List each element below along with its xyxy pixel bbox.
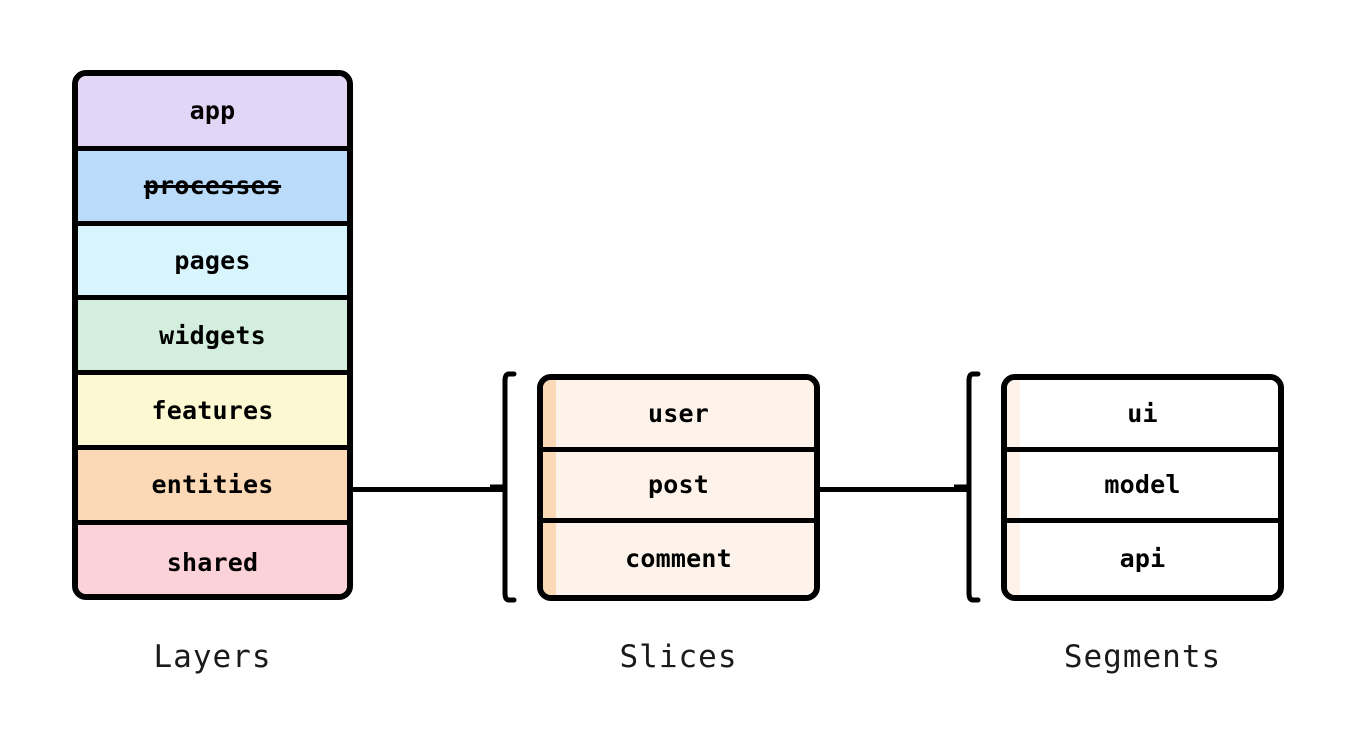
bracket-slices-icon — [490, 369, 520, 605]
segment-row-ui[interactable]: ui — [1007, 380, 1278, 452]
connector-slices-to-segments — [819, 487, 969, 492]
layer-row-pages[interactable]: pages — [78, 225, 347, 301]
slice-accent-stripe — [543, 451, 556, 519]
caption-segments: Segments — [1063, 639, 1222, 675]
layer-label-app: app — [189, 96, 236, 126]
slice-row-post[interactable]: post — [543, 451, 814, 524]
segment-accent-stripe — [1007, 451, 1020, 519]
layer-row-shared[interactable]: shared — [78, 524, 347, 594]
segment-row-api[interactable]: api — [1007, 523, 1278, 595]
slice-label-user: user — [647, 398, 709, 428]
layer-label-processes: processes — [143, 171, 282, 201]
segment-accent-stripe — [1007, 523, 1020, 595]
layer-row-processes[interactable]: processes — [78, 150, 347, 226]
layer-label-entities: entities — [151, 470, 274, 500]
segment-label-api: api — [1119, 544, 1166, 574]
caption-slices: Slices — [619, 639, 738, 675]
slice-accent-stripe — [543, 380, 556, 447]
layer-row-app[interactable]: app — [78, 76, 347, 151]
layer-label-widgets: widgets — [159, 320, 266, 350]
segment-row-model[interactable]: model — [1007, 451, 1278, 524]
slice-label-post: post — [647, 470, 709, 500]
segment-accent-stripe — [1007, 380, 1020, 447]
slice-row-comment[interactable]: comment — [543, 523, 814, 595]
layer-label-features: features — [151, 395, 274, 425]
layer-row-features[interactable]: features — [78, 375, 347, 450]
layer-row-entities[interactable]: entities — [78, 449, 347, 525]
slice-row-user[interactable]: user — [543, 380, 814, 452]
caption-layers: Layers — [153, 639, 272, 675]
bracket-slices-svg — [490, 371, 517, 603]
bracket-segments-svg — [954, 371, 981, 603]
layer-row-widgets[interactable]: widgets — [78, 300, 347, 376]
segments-stack: ui model api — [1001, 374, 1284, 601]
layer-label-shared: shared — [166, 547, 259, 577]
segment-label-model: model — [1104, 470, 1181, 500]
slice-accent-stripe — [543, 523, 556, 595]
segment-label-ui: ui — [1127, 398, 1158, 428]
connector-layers-to-slices — [352, 487, 504, 492]
bracket-segments-icon — [954, 369, 984, 605]
layer-label-pages: pages — [174, 245, 251, 275]
slices-stack: user post comment — [537, 374, 820, 601]
slice-label-comment: comment — [625, 544, 732, 574]
layers-stack: app processes pages widgets features ent… — [72, 70, 353, 600]
